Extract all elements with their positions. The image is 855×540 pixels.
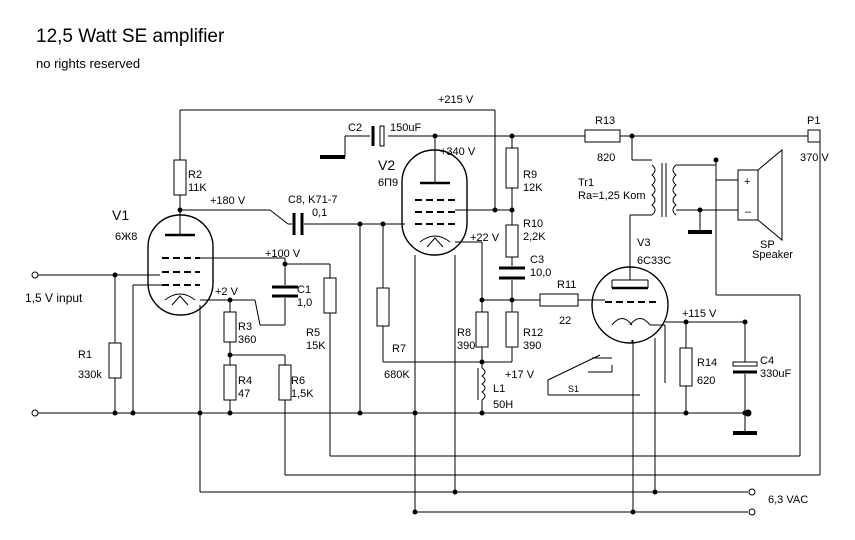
r4-value: 47 <box>238 388 250 400</box>
r6-value: 1,5K <box>291 388 314 400</box>
rail-215v <box>179 109 496 210</box>
v3-type: 6C33C <box>637 255 671 267</box>
r1-label: R1 <box>78 349 92 361</box>
r11-label: R11 <box>557 279 576 291</box>
r5-label: R5 <box>306 327 320 339</box>
r6-label: R6 <box>291 375 305 387</box>
tr1-value: Ra=1,25 Kom <box>578 190 646 202</box>
c2-value: 150uF <box>390 122 421 134</box>
r12-value: 390 <box>523 340 541 352</box>
v1-type: 6Ж8 <box>115 231 137 243</box>
r3-label: R3 <box>238 321 252 333</box>
speaker: + – <box>737 148 783 242</box>
l1-inductor <box>477 367 486 413</box>
tr1-transformer <box>629 157 801 456</box>
node-340v: +340 V <box>440 146 476 158</box>
tr1-label: Tr1 <box>578 177 594 189</box>
r8-resistor <box>475 311 489 348</box>
r3-value: 360 <box>238 334 256 346</box>
c2-label: C2 <box>348 122 362 134</box>
r1-resistor <box>108 342 122 379</box>
rail-370v <box>388 133 808 161</box>
r4-resistor <box>223 364 237 401</box>
l1-label: L1 <box>493 383 505 395</box>
s1-label: S1 <box>568 384 579 394</box>
r9-label: R9 <box>523 169 537 181</box>
schematic-subtitle: no rights reserved <box>36 56 140 71</box>
r6-resistor <box>278 364 292 401</box>
c1-value: 1,0 <box>297 297 312 309</box>
p1-terminal <box>807 129 821 143</box>
r7-value: 680K <box>384 369 410 381</box>
node-17v: +17 V <box>505 369 535 381</box>
r13-resistor <box>584 129 621 143</box>
c3-value: 10,0 <box>530 267 551 279</box>
p1-value: 370 V <box>800 152 829 164</box>
heater-label: 6,3 VAC <box>768 494 808 506</box>
s1-switch <box>547 354 640 396</box>
svg-text:+: + <box>744 176 750 188</box>
svg-text:–: – <box>745 206 752 218</box>
sp-label: SP <box>760 239 775 251</box>
r7-resistor <box>376 287 390 327</box>
input-line <box>31 271 160 279</box>
c1-label: C1 <box>297 284 311 296</box>
r10-resistor <box>505 224 519 258</box>
r1-value: 330k <box>78 369 102 381</box>
r8-label: R8 <box>457 327 471 339</box>
r10-value: 2,2K <box>523 231 546 243</box>
r12-label: R12 <box>523 327 543 339</box>
heater-lines <box>199 255 756 516</box>
r9-value: 12K <box>523 182 543 194</box>
c4-value: 330uF <box>760 368 791 380</box>
node-2v: +2 V <box>215 286 239 298</box>
r3-resistor <box>223 311 237 343</box>
node-215v: +215 V <box>438 94 474 106</box>
l1-value: 50H <box>493 399 513 411</box>
node-100v: +100 V <box>265 248 301 260</box>
r13-value: 820 <box>597 152 615 164</box>
r5-resistor <box>323 277 337 314</box>
c2-capacitor <box>320 125 385 159</box>
p1-label: P1 <box>807 115 820 127</box>
r14-label: R14 <box>697 357 717 369</box>
c8-capacitor <box>288 213 405 235</box>
r10-label: R10 <box>523 218 543 230</box>
r12-resistor <box>505 311 519 348</box>
ground-bus <box>31 409 748 417</box>
v3-ref: V3 <box>637 237 650 249</box>
c8-value: 0,1 <box>312 207 327 219</box>
r9-resistor <box>505 147 519 189</box>
node-22v: +22 V <box>470 232 500 244</box>
v3-tube <box>591 255 669 383</box>
r13-label: R13 <box>595 115 615 127</box>
v1-ref: V1 <box>112 207 129 223</box>
r8-value: 390 <box>457 340 475 352</box>
r4-label: R4 <box>238 375 252 387</box>
r2-resistor <box>173 159 187 196</box>
node-180v: +180 V <box>210 195 246 207</box>
c3-capacitor <box>499 266 525 312</box>
c3-label: C3 <box>530 254 544 266</box>
r14-value: 620 <box>697 375 715 387</box>
v2-tube <box>401 133 510 256</box>
schematic-title: 12,5 Watt SE amplifier <box>36 26 225 47</box>
r11-resistor <box>539 293 579 307</box>
v2-ref: V2 <box>378 157 395 173</box>
r11-value: 22 <box>559 315 571 327</box>
c8-label: C8, K71-7 <box>288 194 338 206</box>
r7-label: R7 <box>392 343 406 355</box>
node-115v: +115 V <box>682 308 717 320</box>
v2-type: 6П9 <box>378 177 398 189</box>
c1-capacitor <box>230 285 298 326</box>
r5-value: 15K <box>306 340 326 352</box>
sp-value: Speaker <box>752 249 793 261</box>
r2-label: R2 <box>188 169 202 181</box>
r14-resistor <box>679 347 693 387</box>
c4-capacitor <box>732 322 758 435</box>
input-label: 1,5 V input <box>25 291 83 305</box>
c4-label: C4 <box>760 355 774 367</box>
r2-value: 11K <box>188 182 207 194</box>
